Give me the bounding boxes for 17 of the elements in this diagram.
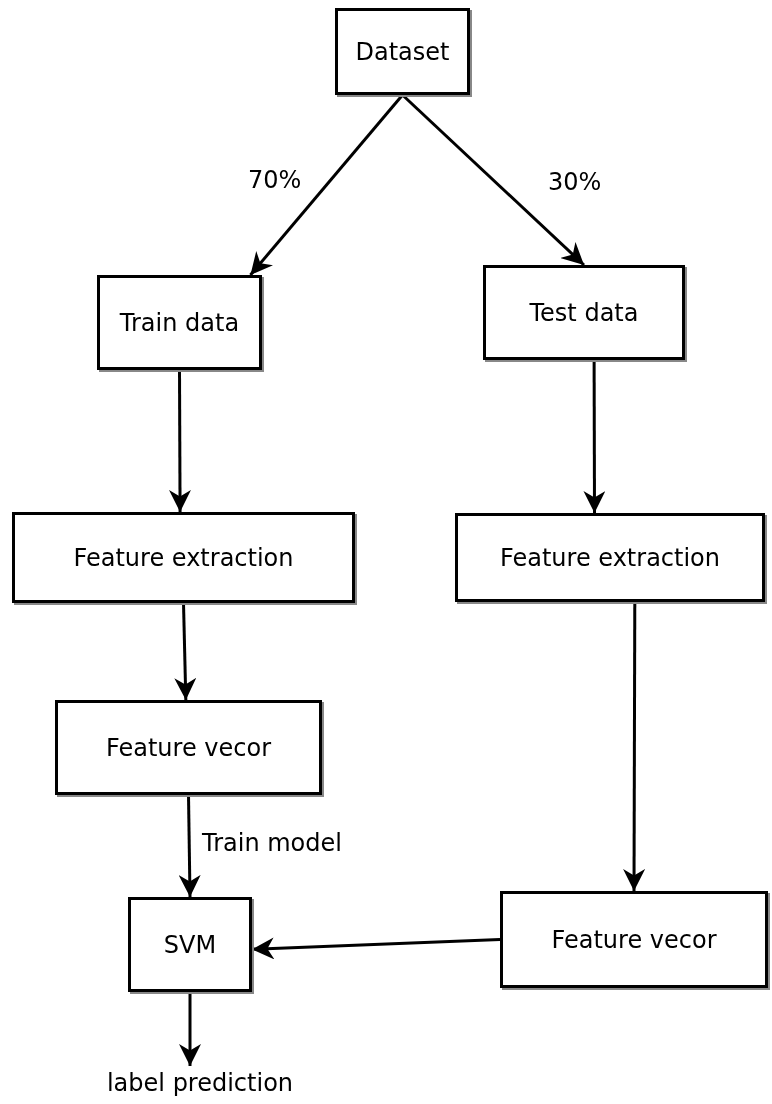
output-label: label prediction	[100, 1066, 300, 1100]
arrow	[623, 602, 646, 891]
process-box: Feature extraction	[455, 513, 765, 602]
process-box: Feature vecor	[55, 700, 322, 795]
process-box: SVM	[128, 897, 252, 992]
arrow	[178, 794, 201, 898]
arrow	[583, 360, 606, 513]
arrow	[179, 992, 201, 1066]
process-box: Feature vecor	[500, 891, 768, 988]
process-box: Train data	[97, 275, 262, 370]
arrow	[174, 602, 197, 701]
process-box: Dataset	[335, 8, 470, 95]
process-box: Test data	[483, 265, 685, 360]
arrow	[169, 370, 191, 512]
arrow	[249, 94, 404, 276]
process-box: Feature extraction	[12, 512, 355, 603]
arrow	[251, 937, 501, 960]
